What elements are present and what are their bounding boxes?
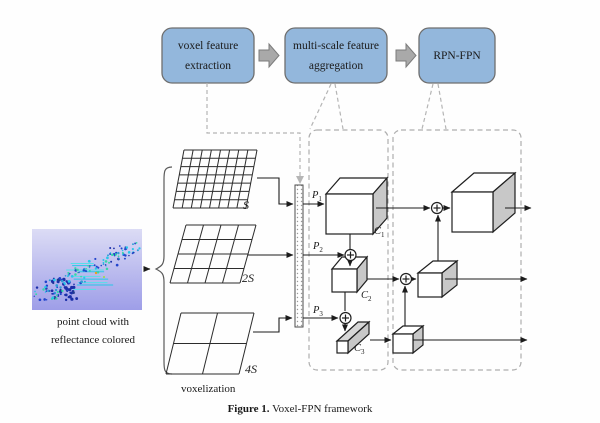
down-arrow-icon	[296, 176, 304, 184]
p1-label: P1	[312, 190, 322, 204]
pipeline-box-label-2: multi-scale feature aggregation	[293, 39, 379, 72]
output-lines	[342, 205, 532, 343]
point-cloud-caption-line1: point cloud with	[56, 316, 130, 328]
voxel-grid-scale-s	[172, 149, 258, 209]
grid-scale-label-2s: 2S	[242, 271, 254, 285]
output-cube-level1	[450, 171, 517, 234]
c1-label: C1	[374, 226, 385, 240]
connection-lines	[143, 177, 441, 333]
voxel-grid-scale-2s	[169, 224, 257, 284]
point-cloud-caption-line2: reflectance colored	[51, 334, 135, 346]
voxel-feature-bar	[294, 184, 304, 328]
c1-feature-cube	[324, 176, 389, 236]
p3-label: P3	[313, 305, 323, 319]
brace-icon	[154, 166, 173, 375]
pipeline-box-rpn-fpn	[418, 27, 496, 84]
pipeline-box-label-3: RPN-FPN	[433, 49, 481, 62]
elementwise-add-icon	[344, 248, 357, 262]
p2-label: P2	[313, 241, 323, 255]
elementwise-add-icon	[399, 272, 413, 286]
flow-arrow-icon	[395, 42, 417, 69]
voxel-grid-scale-4s	[165, 312, 255, 375]
pipeline-box-voxel-feature-extraction	[161, 27, 255, 84]
pipeline-box-label-1: voxel feature extraction	[177, 39, 239, 72]
flow-arrow-icon	[258, 42, 280, 69]
grid-scale-label-4s: 4S	[245, 362, 257, 376]
pipeline-box-multi-scale-aggregation	[284, 27, 388, 84]
dashed-connectors	[206, 83, 447, 176]
elementwise-add-icon	[430, 201, 444, 215]
point-cloud-points	[33, 241, 141, 302]
voxelization-label: voxelization	[181, 383, 236, 395]
grid-scale-label-s: S	[243, 198, 249, 212]
rpn-fpn-region	[392, 129, 522, 371]
c2-feature-cube	[330, 255, 369, 294]
figure-caption: Figure 1. Voxel-FPN framework	[227, 403, 373, 415]
elementwise-add-icon	[339, 311, 352, 325]
c2-label: C2	[361, 290, 372, 304]
multi-scale-aggregation-region	[308, 129, 389, 371]
c3-label: C3	[354, 343, 365, 357]
point-cloud-image	[32, 229, 142, 310]
c3-feature-cube	[335, 320, 371, 355]
